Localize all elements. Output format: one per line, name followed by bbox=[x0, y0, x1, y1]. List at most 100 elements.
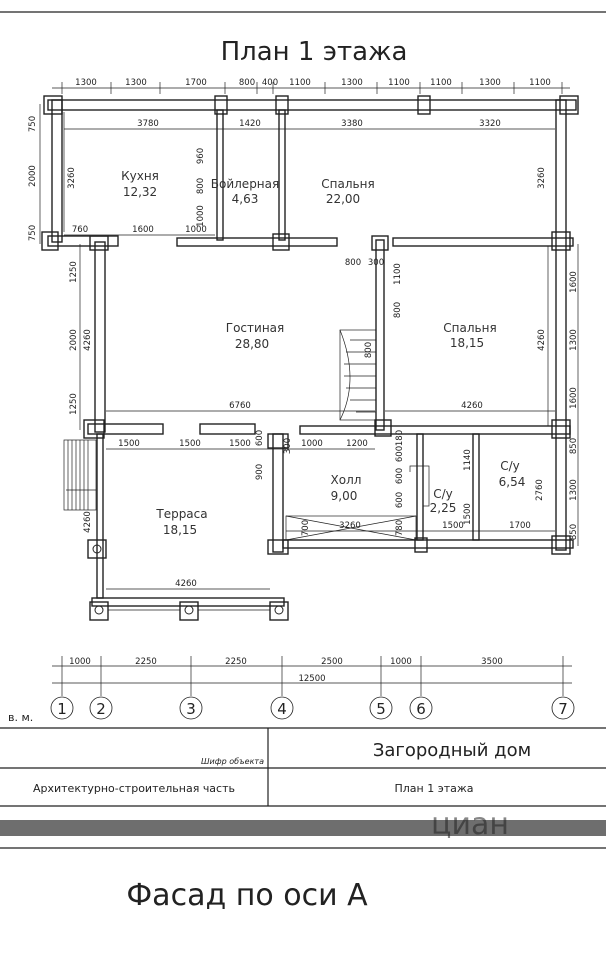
dim-label: 1000 bbox=[301, 439, 323, 449]
dim-label: 4260 bbox=[461, 401, 483, 411]
dim-label: 3500 bbox=[481, 657, 503, 667]
dim-label: 1100 bbox=[529, 78, 551, 88]
dim-label: 3780 bbox=[137, 119, 159, 129]
room-name: С/у bbox=[500, 459, 520, 473]
dim-label: 960 bbox=[196, 148, 206, 164]
dim-label: 180 bbox=[395, 430, 405, 446]
dim-label: 3380 bbox=[341, 119, 363, 129]
dim-label: 2760 bbox=[535, 479, 545, 501]
axis-label: 6 bbox=[416, 700, 426, 718]
dim-label: 3260 bbox=[339, 521, 361, 531]
inner-dimensions: 3780 1420 3380 3320 1600 1000 760 6760 4… bbox=[64, 119, 555, 590]
dim-label: 750 bbox=[28, 116, 38, 132]
axis-label: 4 bbox=[277, 700, 287, 718]
room-area: 18,15 bbox=[450, 336, 484, 350]
room-area: 2,25 bbox=[430, 501, 457, 515]
dim-label: 1500 bbox=[229, 439, 251, 449]
walls bbox=[41, 95, 579, 621]
stamp-label: в. м. bbox=[8, 711, 33, 724]
dim-label: 2500 bbox=[321, 657, 343, 667]
dim-label: 1300 bbox=[479, 78, 501, 88]
dim-label: 2250 bbox=[225, 657, 247, 667]
dim-label: 300 bbox=[283, 438, 293, 454]
dim-label: 1250 bbox=[69, 261, 79, 283]
dim-label: 750 bbox=[28, 225, 38, 241]
room-area: 6,54 bbox=[499, 475, 526, 489]
section-name: Архитектурно-строительная часть bbox=[33, 782, 235, 795]
dim-label: 3260 bbox=[537, 167, 547, 189]
watermark-text: циан bbox=[431, 807, 509, 842]
room-labels: Кухня 12,32 Бойлерная 4,63 Спальня 22,00… bbox=[121, 169, 525, 537]
title-block: в. м. Шифр объекта Загородный дом Архите… bbox=[0, 711, 606, 849]
dim-label: 600 bbox=[395, 492, 405, 508]
code-label: Шифр объекта bbox=[201, 757, 264, 766]
dim-label: 1100 bbox=[388, 78, 410, 88]
dim-label: 1500 bbox=[118, 439, 140, 449]
dim-label: 2250 bbox=[135, 657, 157, 667]
dim-label: 1600 bbox=[132, 225, 154, 235]
dim-label: 1300 bbox=[569, 479, 579, 501]
dim-label: 1500 bbox=[179, 439, 201, 449]
dim-label: 1100 bbox=[430, 78, 452, 88]
dim-label: 4260 bbox=[537, 329, 547, 351]
room-name: Кухня bbox=[121, 169, 159, 183]
dim-label: 1100 bbox=[393, 263, 403, 285]
dim-label: 300 bbox=[368, 258, 384, 268]
dim-label: 1250 bbox=[69, 393, 79, 415]
room-area: 28,80 bbox=[235, 337, 269, 351]
axis-label: 3 bbox=[186, 700, 196, 718]
room-area: 18,15 bbox=[163, 523, 197, 537]
dim-label: 3320 bbox=[479, 119, 501, 129]
plan-title: План 1 этажа bbox=[221, 37, 408, 67]
room-name: Спальня bbox=[321, 177, 374, 191]
axis-label: 7 bbox=[558, 700, 568, 718]
room-name: С/у bbox=[433, 487, 453, 501]
dim-label: 850 bbox=[569, 438, 579, 454]
dim-label: 700 bbox=[301, 520, 311, 536]
dim-label: 4260 bbox=[83, 329, 93, 351]
dim-label: 800 bbox=[364, 342, 374, 358]
dim-label: 760 bbox=[72, 225, 88, 235]
facade-title: Фасад по оси А bbox=[126, 878, 368, 913]
dim-label: 1000 bbox=[185, 225, 207, 235]
dim-label: 1700 bbox=[509, 521, 531, 531]
dim-label: 1200 bbox=[346, 439, 368, 449]
dim-label: 800 bbox=[196, 178, 206, 194]
project-name: Загородный дом bbox=[373, 740, 531, 761]
dim-label: 2000 bbox=[69, 329, 79, 351]
axis-markers: 1 2 3 4 5 6 7 bbox=[50, 696, 575, 720]
room-area: 22,00 bbox=[326, 192, 360, 206]
dim-label: 1300 bbox=[341, 78, 363, 88]
dim-label: 900 bbox=[255, 464, 265, 480]
dim-label: 800 bbox=[239, 78, 255, 88]
dim-label: 1140 bbox=[463, 449, 473, 471]
dim-label: 1600 bbox=[569, 271, 579, 293]
dim-label: 600 bbox=[255, 430, 265, 446]
top-dimension-chain: 1300 1300 1700 800 400 1100 1300 1100 11… bbox=[52, 78, 570, 94]
room-area: 4,63 bbox=[232, 192, 259, 206]
dim-label: 1100 bbox=[289, 78, 311, 88]
dim-label: 2000 bbox=[28, 165, 38, 187]
dim-total: 12500 bbox=[298, 674, 325, 684]
dim-label: 4260 bbox=[175, 579, 197, 589]
dim-label: 1000 bbox=[390, 657, 412, 667]
sheet-name: План 1 этажа bbox=[394, 782, 473, 795]
dim-label: 850 bbox=[569, 524, 579, 540]
dim-label: 1700 bbox=[185, 78, 207, 88]
dim-label: 600 bbox=[395, 446, 405, 462]
dim-label: 1000 bbox=[69, 657, 91, 667]
dim-label: 1300 bbox=[569, 329, 579, 351]
room-name: Гостиная bbox=[226, 321, 284, 335]
dim-label: 1300 bbox=[75, 78, 97, 88]
dim-label: 6760 bbox=[229, 401, 251, 411]
room-name: Терраса bbox=[155, 507, 207, 521]
dim-label: 800 bbox=[345, 258, 361, 268]
room-area: 9,00 bbox=[331, 489, 358, 503]
room-area: 12,32 bbox=[123, 185, 157, 199]
dim-label: 600 bbox=[395, 468, 405, 484]
dim-label: 1000 bbox=[196, 205, 206, 227]
dim-label: 3260 bbox=[67, 167, 77, 189]
dim-label: 1500 bbox=[463, 503, 473, 525]
dim-label: 800 bbox=[393, 302, 403, 318]
